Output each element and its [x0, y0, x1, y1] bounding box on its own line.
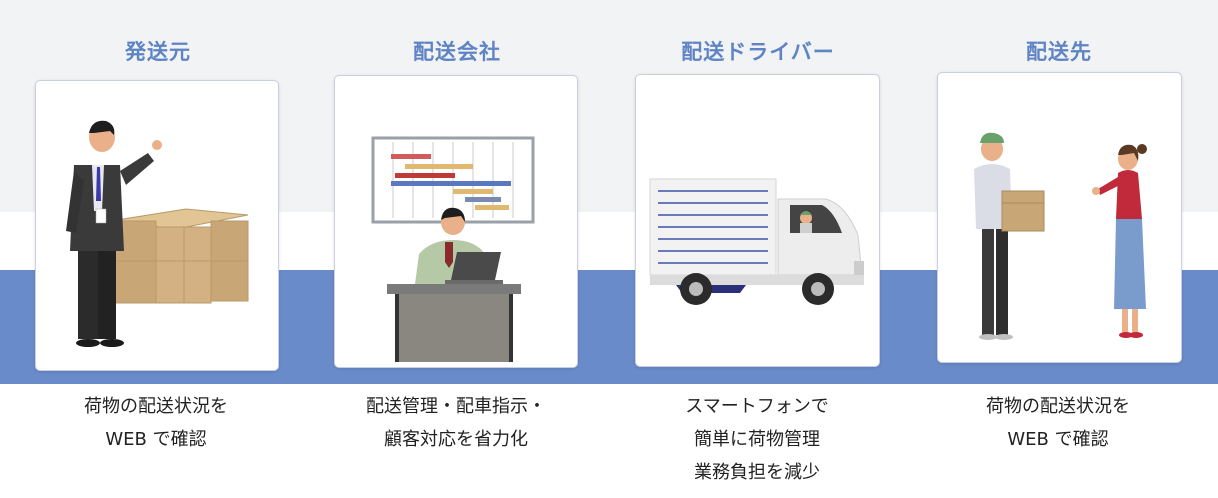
sender-card — [35, 80, 279, 371]
caption-delivery-company: 配送管理・配車指示・ 顧客対応を省力化 — [306, 390, 606, 456]
delivery-company-card — [334, 75, 578, 368]
caption-line: 顧客対応を省力化 — [384, 429, 528, 450]
caption-line: WEB で確認 — [105, 429, 207, 450]
caption-line: 業務負担を減少 — [694, 462, 820, 483]
title-sender: 発送元 — [125, 40, 191, 64]
caption-line: 荷物の配送状況を — [986, 396, 1130, 417]
caption-recipient: 荷物の配送状況を WEB で確認 — [908, 390, 1208, 456]
caption-sender: 荷物の配送状況を WEB で確認 — [6, 390, 306, 456]
caption-line: スマートフォンで — [685, 396, 829, 417]
caption-line: 配送管理・配車指示・ — [366, 396, 546, 417]
caption-line: WEB で確認 — [1007, 429, 1109, 450]
caption-delivery-driver: スマートフォンで 簡単に荷物管理 業務負担を減少 — [607, 390, 907, 489]
title-delivery-company: 配送会社 — [413, 40, 501, 64]
package-handover-icon — [974, 132, 1147, 340]
businessman-boxes-icon — [66, 120, 249, 347]
office-worker-schedule-icon — [371, 136, 535, 362]
caption-line: 簡単に荷物管理 — [694, 429, 820, 450]
delivery-truck-icon — [649, 178, 864, 305]
caption-line: 荷物の配送状況を — [84, 396, 228, 417]
recipient-card — [937, 72, 1182, 363]
title-delivery-driver: 配送ドライバー — [681, 40, 835, 64]
title-recipient: 配送先 — [1026, 40, 1092, 64]
delivery-driver-card — [635, 74, 880, 367]
